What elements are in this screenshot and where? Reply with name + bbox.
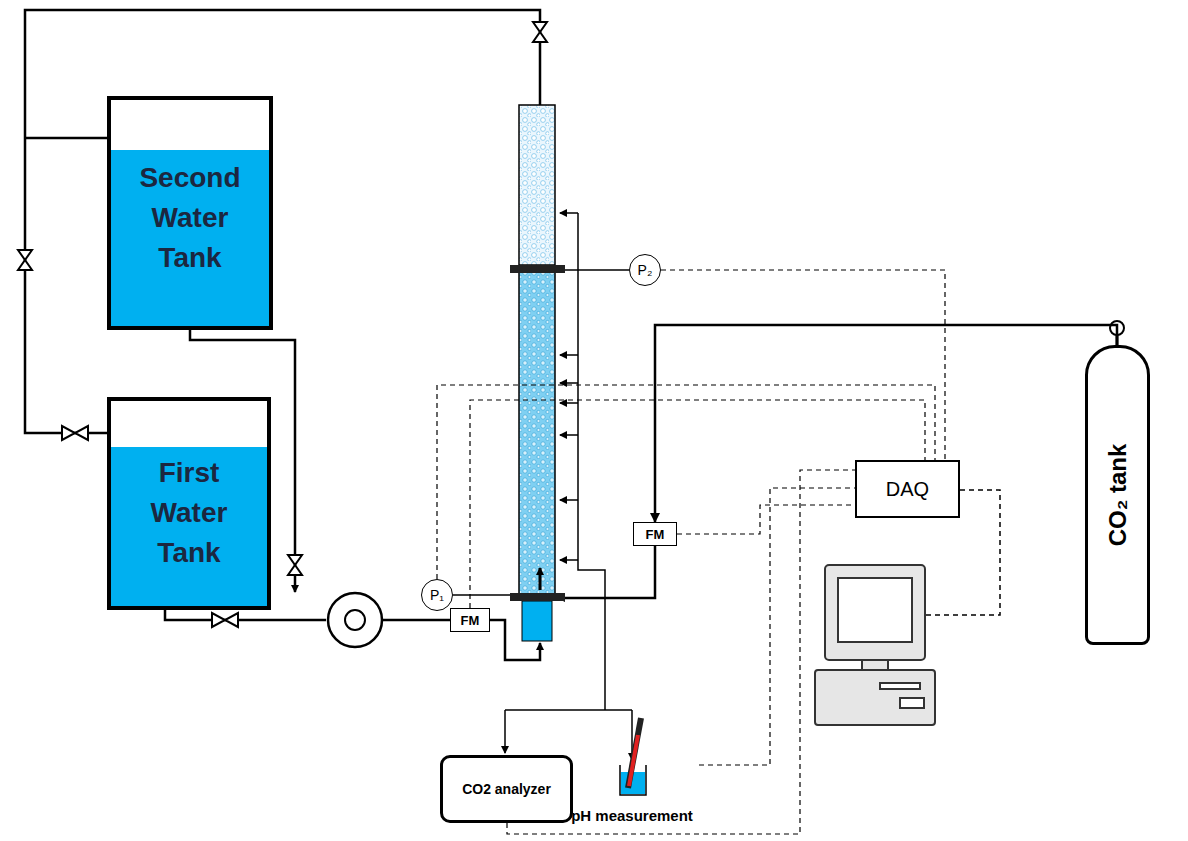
node-label: FM	[646, 527, 665, 542]
pressure-sensor: P₂	[629, 254, 661, 286]
signal-line	[677, 505, 855, 534]
node-label: FM	[461, 613, 480, 628]
gas-line	[655, 325, 1117, 522]
node-label: DAQ	[886, 478, 929, 501]
node-label: CO₂ tank	[1104, 444, 1132, 547]
ph-station: pH measurement	[565, 752, 699, 826]
node-label: pH measurement	[571, 807, 693, 824]
gas-cylinder: CO₂ tank	[1085, 345, 1150, 645]
node-label: CO2 analyzer	[462, 780, 552, 798]
signal-line	[699, 488, 855, 765]
node-label: First Water Tank	[124, 453, 254, 573]
node-label: P₂	[638, 262, 653, 278]
flow-meter: FM	[633, 522, 677, 546]
water-tank: Second Water Tank	[107, 96, 273, 330]
analyzer-box: CO2 analyzer	[440, 755, 573, 823]
node-label: P₁	[430, 587, 444, 603]
water-tank: First Water Tank	[107, 397, 271, 610]
signal-line	[661, 270, 945, 460]
pressure-sensor: P₁	[421, 579, 453, 611]
node-label: Second Water Tank	[125, 158, 255, 278]
daq-box: DAQ	[855, 460, 960, 518]
flow-meter: FM	[450, 608, 490, 632]
